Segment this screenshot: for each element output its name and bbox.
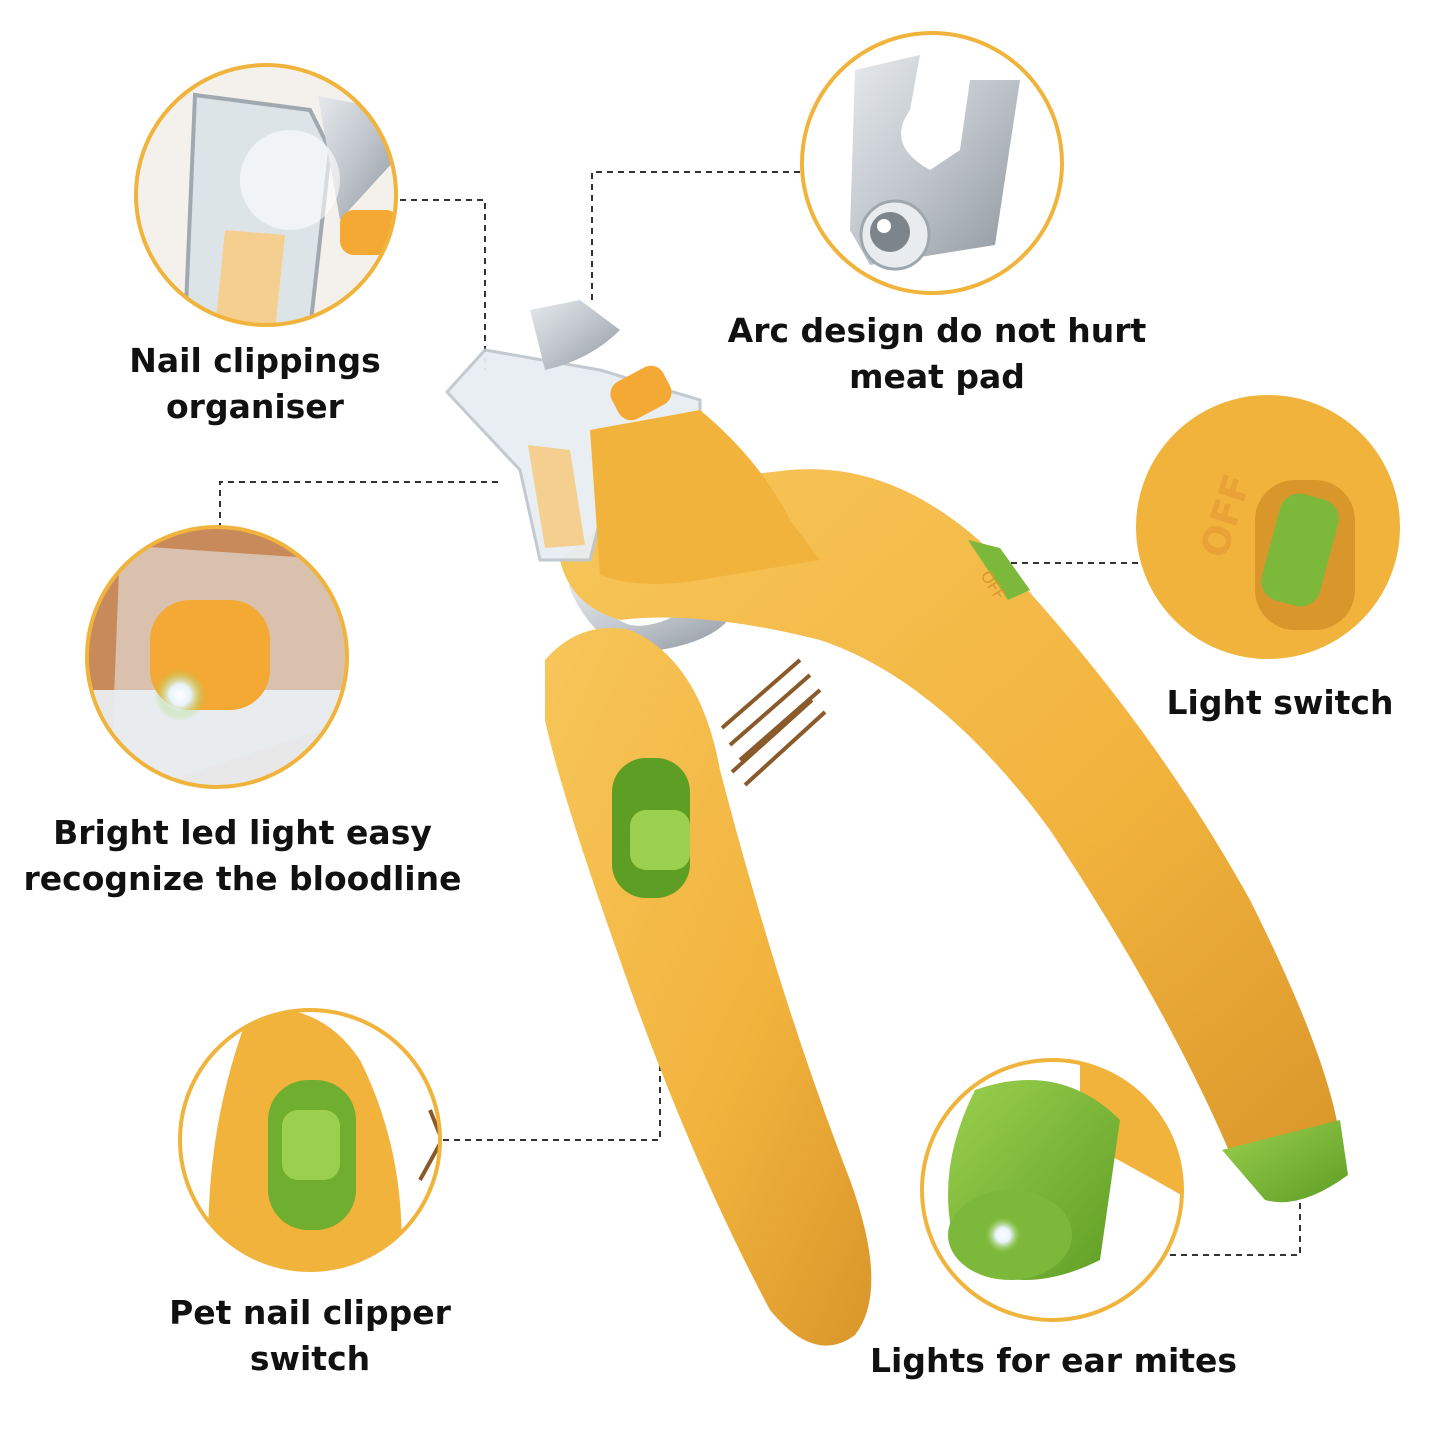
label-light-switch: Light switch	[1160, 680, 1400, 726]
label-line: Nail clippings	[129, 341, 381, 380]
spring	[720, 658, 827, 787]
nail-clipper-product: OFF	[444, 300, 1348, 1346]
light-switch-knob	[968, 540, 1030, 600]
label-line: switch	[249, 1339, 371, 1378]
label-line: recognize the bloodline	[23, 859, 462, 898]
lock-slider-knob	[630, 810, 690, 870]
label-line: Lights for ear mites	[870, 1341, 1238, 1380]
callout-circle-organiser	[134, 63, 398, 327]
label-line: Pet nail clipper	[169, 1293, 451, 1332]
label-line: organiser	[166, 387, 344, 426]
label-ear-mites-light: Lights for ear mites	[870, 1338, 1238, 1384]
lower-handle	[545, 628, 872, 1346]
label-led-light: Bright led light easy recognize the bloo…	[20, 810, 465, 902]
green-light-tip	[1222, 1120, 1348, 1203]
label-line: Arc design do not hurt	[727, 311, 1147, 350]
label-clipper-switch: Pet nail clipper switch	[160, 1290, 460, 1382]
callout-circle-arc-design	[800, 31, 1064, 295]
label-nail-clippings-organiser: Nail clippings organiser	[95, 338, 415, 430]
callout-circle-ear-mites-light	[920, 1058, 1184, 1322]
callout-circle-light-switch: OFF	[1136, 395, 1400, 659]
callout-circle-clipper-switch	[178, 1008, 442, 1272]
label-line: Bright led light easy	[53, 813, 432, 852]
label-line: Light switch	[1166, 683, 1394, 722]
label-line: meat pad	[849, 357, 1025, 396]
callout-circle-led-light	[85, 525, 349, 789]
label-arc-design: Arc design do not hurt meat pad	[727, 308, 1147, 400]
